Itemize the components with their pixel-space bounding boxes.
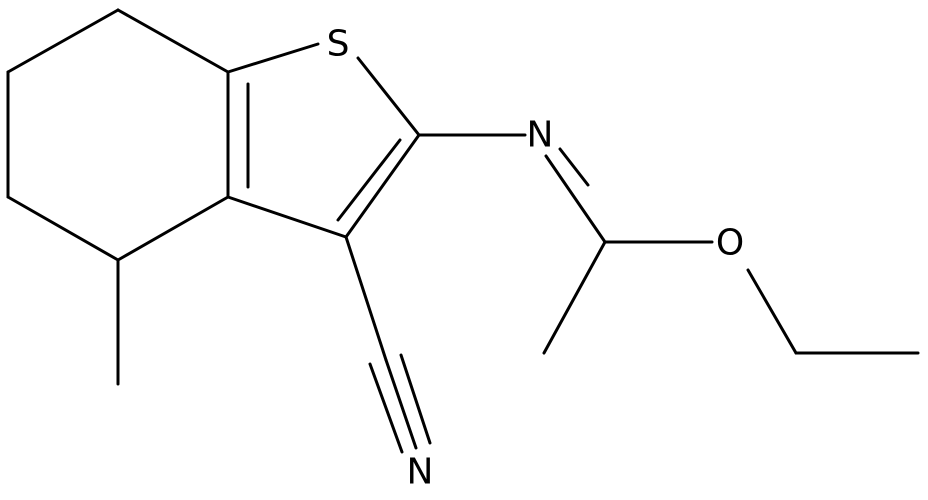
thiophene-ring xyxy=(226,42,421,239)
triple-bond-center xyxy=(384,358,418,450)
bond-c3-cn xyxy=(344,235,388,362)
bond-c4-c3a xyxy=(116,195,230,262)
bond-c7a-s xyxy=(226,42,320,74)
bond-c3-c3a xyxy=(226,195,348,239)
bond-n-c-outer xyxy=(544,154,607,244)
bond-c2-c3-inner xyxy=(336,138,402,222)
sulfur-atom-label: S xyxy=(327,24,350,65)
bond-c5-c4 xyxy=(6,195,120,262)
imine-nitrogen-label: N xyxy=(527,115,554,156)
triple-bond-left xyxy=(368,362,404,454)
bond-c-methyl xyxy=(542,240,607,355)
bond-c7-c6 xyxy=(6,8,120,74)
bond-c7a-c7 xyxy=(116,8,230,74)
bond-c2-c3 xyxy=(344,133,421,239)
imidate-group xyxy=(417,133,920,355)
bond-s-c2 xyxy=(356,56,421,137)
ether-oxygen-label: O xyxy=(716,223,744,264)
cyclohexane-ring xyxy=(6,8,230,386)
nitrile-nitrogen-label: N xyxy=(407,452,434,493)
bond-o-ch2 xyxy=(746,268,798,355)
bond-n-c-inner xyxy=(558,147,590,187)
nitrile-group xyxy=(344,235,432,454)
triple-bond-right xyxy=(399,353,432,445)
